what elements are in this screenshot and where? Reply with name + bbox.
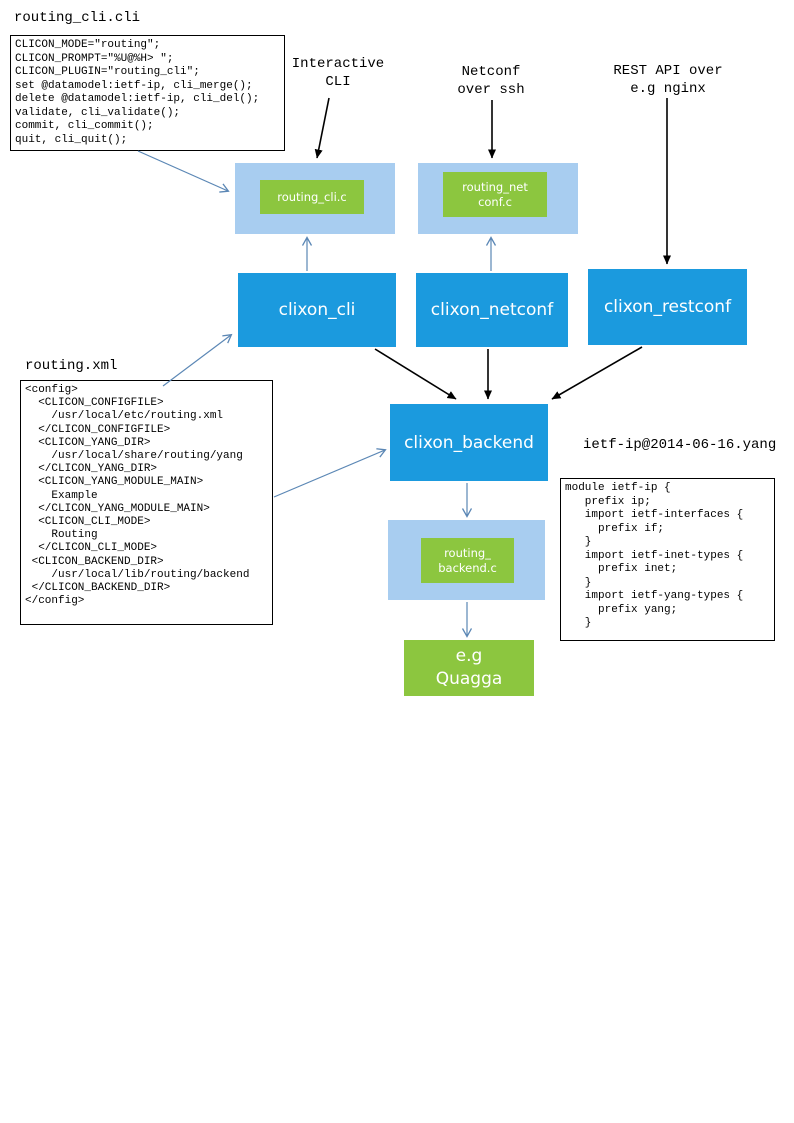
plugin-chip-routing-netconf-c: routing_net conf.c [443,172,547,217]
arrow-xml-file-to-clixon-backend [273,450,385,498]
file-title-routing-cli: routing_cli.cli [14,10,141,26]
arrow-cli-file-to-plugin-box [137,150,228,191]
node-clixon-backend: clixon_backend [390,404,548,481]
plugin-box-routing-backend: routing_ backend.c [388,520,545,600]
plugin-box-routing-netconf: routing_net conf.c [418,163,578,234]
node-clixon-cli: clixon_cli [238,273,396,347]
arrow-xml-file-to-clixon-cli [162,335,231,387]
label-rest-api-nginx: REST API over e.g nginx [613,63,723,97]
plugin-box-routing-cli: routing_cli.c [235,163,395,234]
label-netconf-over-ssh: Netconf over ssh [457,64,525,98]
code-box-routing-xml: <config> <CLICON_CONFIGFILE> /usr/local/… [20,380,273,625]
node-clixon-restconf: clixon_restconf [588,269,747,345]
arrow-clixon-restconf-to-backend [551,346,643,400]
node-quagga: e.g Quagga [404,640,534,696]
code-box-routing-cli: CLICON_MODE="routing"; CLICON_PROMPT="%U… [10,35,285,151]
arrow-clixon-cli-to-backend [374,348,457,400]
arrow-interactive-cli-to-routing-cli-c [314,97,330,159]
file-title-routing-xml: routing.xml [25,358,118,374]
node-clixon-netconf: clixon_netconf [416,273,568,347]
code-box-ietf-yang: module ietf-ip { prefix ip; import ietf-… [560,478,775,641]
plugin-chip-routing-cli-c: routing_cli.c [260,180,364,214]
file-title-ietf-yang: ietf-ip@2014-06-16.yang [583,437,777,453]
plugin-chip-routing-backend-c: routing_ backend.c [421,538,514,583]
label-interactive-cli: Interactive CLI [291,56,385,90]
